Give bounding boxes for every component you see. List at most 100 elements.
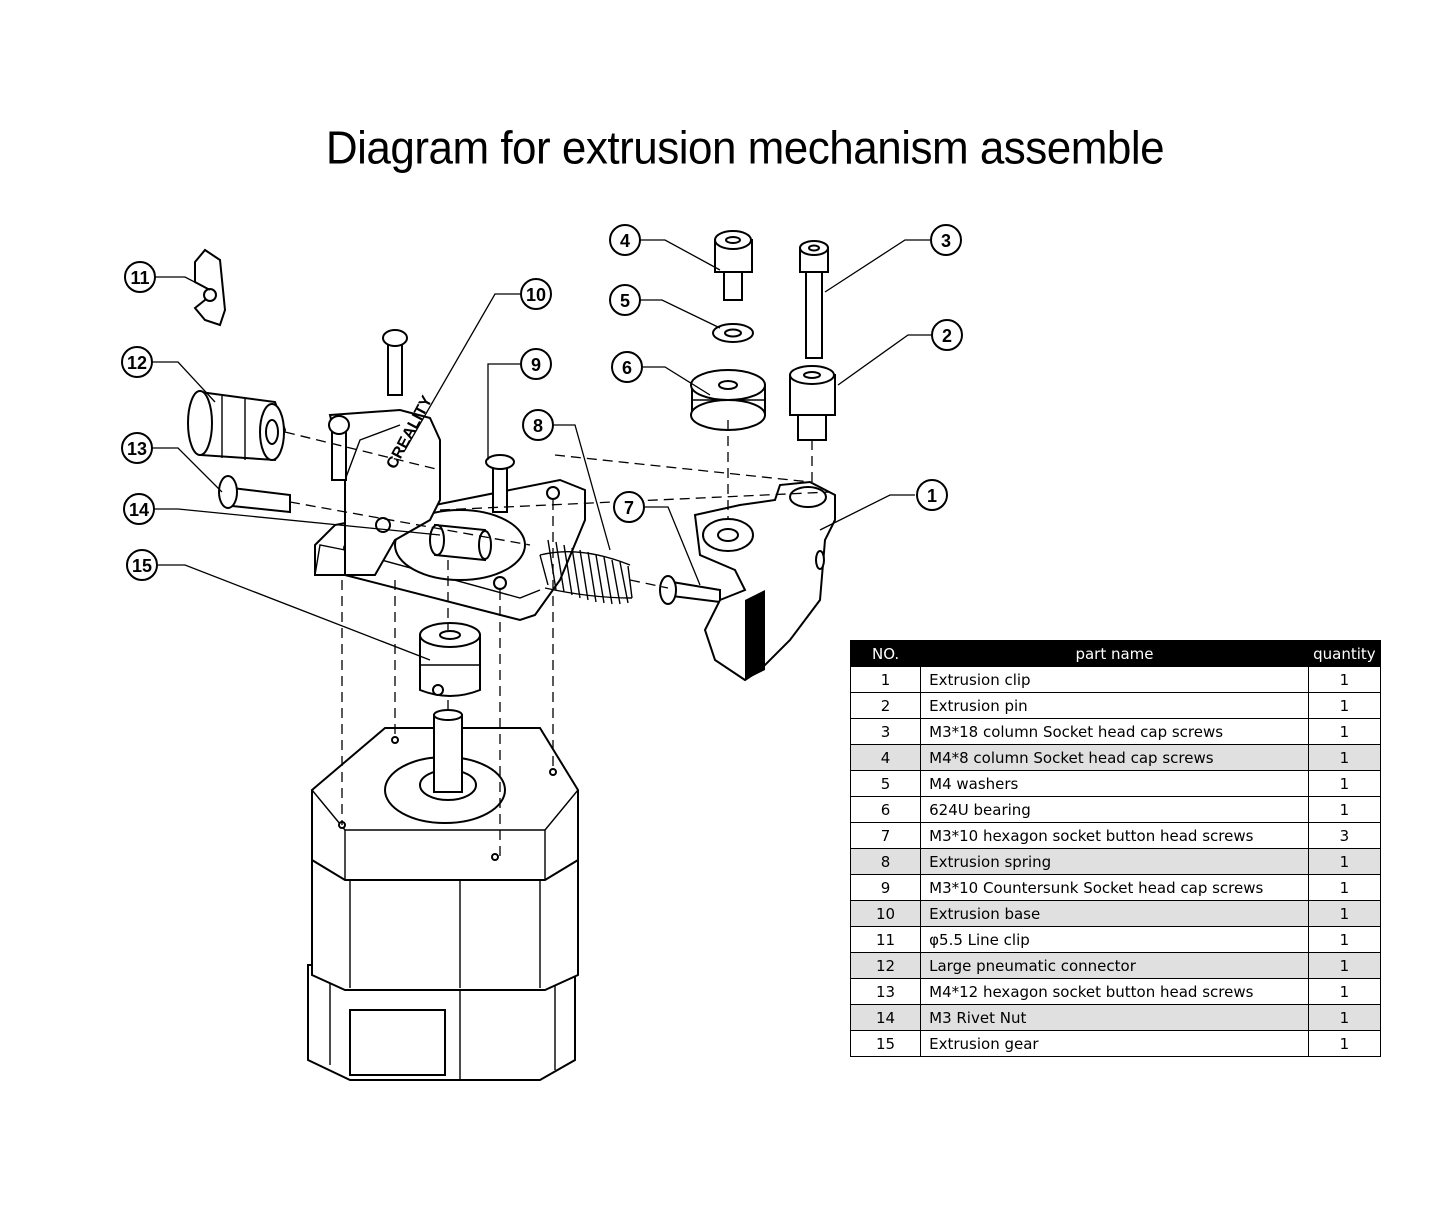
row-no: 8 xyxy=(849,848,922,875)
callout-9: 9 xyxy=(520,348,552,380)
row-no: 4 xyxy=(849,744,922,771)
callout-7: 7 xyxy=(613,491,645,523)
diagram-title: Diagram for extrusion mechanism assemble xyxy=(325,122,1165,175)
bearing-624u xyxy=(690,369,766,431)
row-quantity: 3 xyxy=(1307,822,1382,849)
row-no: 3 xyxy=(849,718,922,745)
button-head-screw-m3 xyxy=(659,575,721,605)
row-part-name: Extrusion clip xyxy=(920,666,1309,693)
m4-washer xyxy=(712,323,754,343)
row-no: 1 xyxy=(849,666,922,693)
header-part-name: part name xyxy=(920,640,1309,667)
row-part-name: φ5.5 Line clip xyxy=(920,926,1309,953)
row-part-name: M3*10 hexagon socket button head screws xyxy=(920,822,1309,849)
row-part-name: Extrusion spring xyxy=(920,848,1309,875)
callout-6: 6 xyxy=(611,351,643,383)
row-part-name: Extrusion base xyxy=(920,900,1309,927)
callout-4: 4 xyxy=(609,224,641,256)
row-part-name: M3*10 Countersunk Socket head cap screws xyxy=(920,874,1309,901)
rivet-nut xyxy=(429,523,492,562)
row-no: 10 xyxy=(849,900,922,927)
callout-10: 10 xyxy=(520,278,552,310)
callout-8: 8 xyxy=(522,409,554,441)
row-part-name: M3 Rivet Nut xyxy=(920,1004,1309,1031)
pneumatic-connector xyxy=(187,390,287,462)
row-part-name: 624U bearing xyxy=(920,796,1309,823)
svg-text:3: 3 xyxy=(941,231,951,251)
extrusion-spring xyxy=(539,539,633,605)
callout-2: 2 xyxy=(931,319,963,351)
row-no: 14 xyxy=(849,1004,922,1031)
row-no: 15 xyxy=(849,1030,922,1057)
svg-text:13: 13 xyxy=(127,439,147,459)
callout-11: 11 xyxy=(124,261,156,293)
stepper-motor xyxy=(307,709,579,1081)
socket-cap-screw-m4 xyxy=(714,230,753,301)
extrusion-pin xyxy=(789,365,836,441)
row-no: 6 xyxy=(849,796,922,823)
callout-12: 12 xyxy=(121,346,153,378)
header-quantity: quantity xyxy=(1307,640,1382,667)
callout-3: 3 xyxy=(930,224,962,256)
row-no: 5 xyxy=(849,770,922,797)
svg-text:12: 12 xyxy=(127,353,147,373)
row-quantity: 1 xyxy=(1307,978,1382,1005)
svg-text:2: 2 xyxy=(942,326,952,346)
countersunk-screw-m3 xyxy=(485,454,515,513)
row-part-name: M3*18 column Socket head cap screws xyxy=(920,718,1309,745)
callout-5: 5 xyxy=(609,284,641,316)
row-no: 9 xyxy=(849,874,922,901)
row-no: 11 xyxy=(849,926,922,953)
parts-table-header: NO. part name quantity xyxy=(849,640,1382,667)
svg-text:14: 14 xyxy=(129,500,149,520)
row-no: 13 xyxy=(849,978,922,1005)
callout-13: 13 xyxy=(121,432,153,464)
countersunk-screw-top xyxy=(382,329,408,396)
row-part-name: M4*12 hexagon socket button head screws xyxy=(920,978,1309,1005)
row-no: 7 xyxy=(849,822,922,849)
row-quantity: 1 xyxy=(1307,900,1382,927)
extrusion-clip xyxy=(693,480,836,682)
header-no: NO. xyxy=(849,640,922,667)
socket-cap-screw-m3 xyxy=(799,240,829,359)
row-quantity: 1 xyxy=(1307,926,1382,953)
svg-text:7: 7 xyxy=(624,498,634,518)
side-screw xyxy=(328,415,350,481)
leader-lines xyxy=(152,239,932,661)
row-quantity: 1 xyxy=(1307,744,1382,771)
row-no: 12 xyxy=(849,952,922,979)
row-part-name: Extrusion pin xyxy=(920,692,1309,719)
row-quantity: 1 xyxy=(1307,770,1382,797)
callout-1: 1 xyxy=(916,479,948,511)
row-part-name: M4 washers xyxy=(920,770,1309,797)
row-quantity: 1 xyxy=(1307,666,1382,693)
svg-text:6: 6 xyxy=(622,358,632,378)
row-quantity: 1 xyxy=(1307,1030,1382,1057)
svg-text:9: 9 xyxy=(531,355,541,375)
callout-15: 15 xyxy=(126,549,158,581)
svg-text:4: 4 xyxy=(620,231,630,251)
svg-text:15: 15 xyxy=(132,556,152,576)
extrusion-gear xyxy=(419,622,481,697)
svg-text:1: 1 xyxy=(927,486,937,506)
row-quantity: 1 xyxy=(1307,692,1382,719)
row-quantity: 1 xyxy=(1307,718,1382,745)
row-no: 2 xyxy=(849,692,922,719)
line-clip xyxy=(193,248,227,327)
